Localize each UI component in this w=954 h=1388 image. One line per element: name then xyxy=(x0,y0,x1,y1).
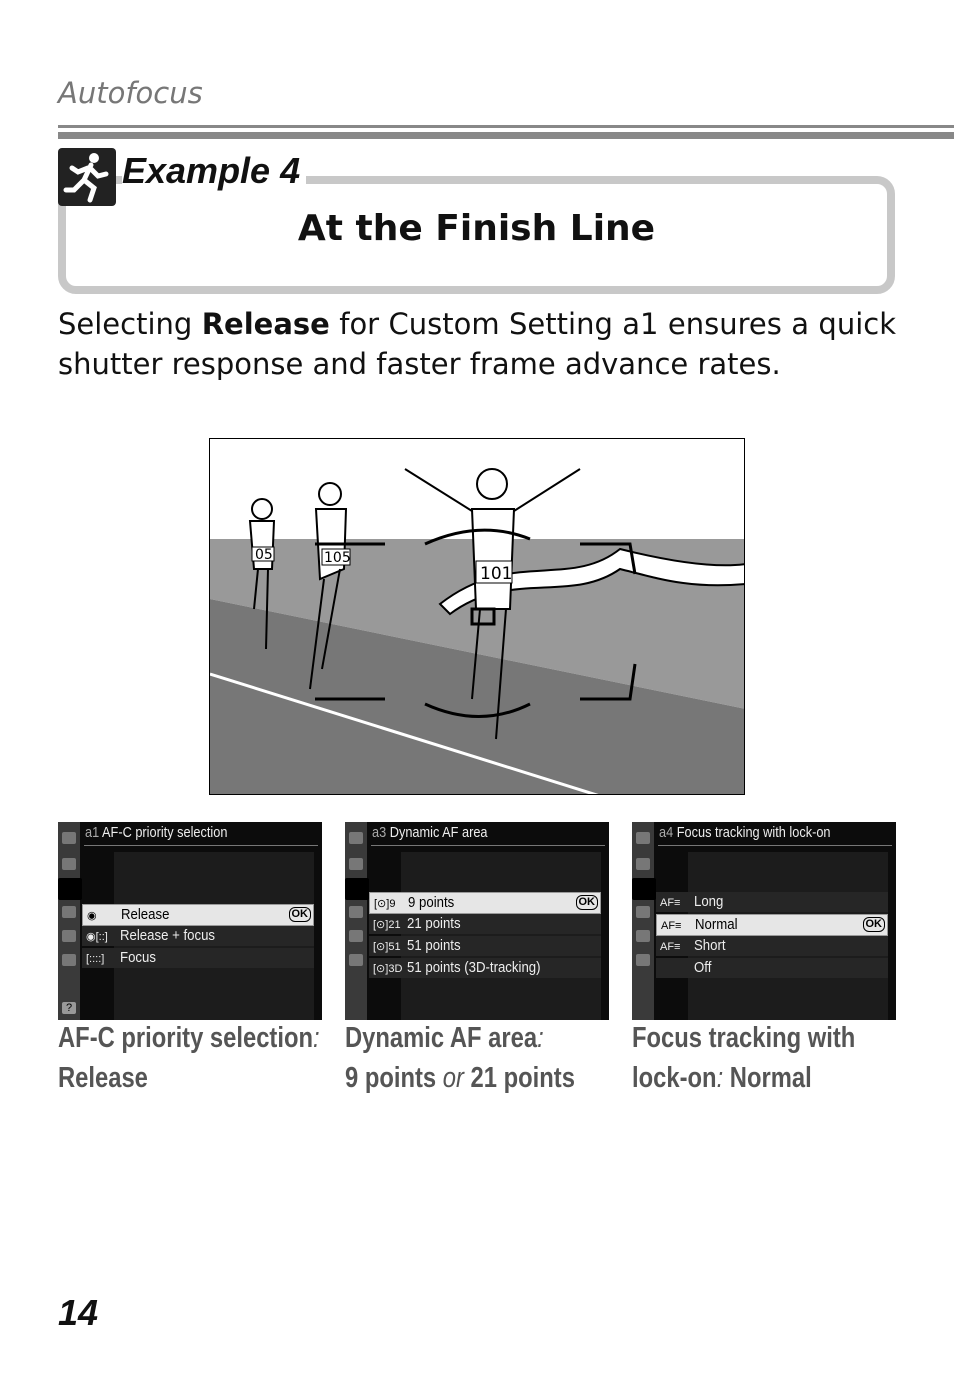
ok-icon: OK xyxy=(862,917,885,932)
caption-value: Normal xyxy=(729,1062,812,1094)
menu-code: a3 xyxy=(372,824,387,841)
option-label: Short xyxy=(694,937,726,954)
ok-icon: OK xyxy=(575,895,598,910)
af-area-icon: [⊙]3D xyxy=(373,963,403,975)
menu-option[interactable]: AF≡ Normal OK xyxy=(656,914,888,936)
caption-sep: : xyxy=(716,1062,724,1094)
running-person-icon xyxy=(58,148,116,206)
divider xyxy=(658,845,892,846)
caption-name: AF-C priority selection xyxy=(58,1022,314,1054)
option-label: Normal xyxy=(695,916,738,933)
menu-option[interactable]: [::::] Focus xyxy=(82,948,314,968)
menu-title-text: Focus tracking with lock-on xyxy=(676,824,831,841)
section-header: Autofocus xyxy=(58,76,203,110)
menu-option[interactable]: AF≡ Long xyxy=(656,892,888,912)
ok-icon: OK xyxy=(288,907,311,922)
menu-option[interactable]: [⊙]3D 51 points (3D-tracking) xyxy=(369,958,601,978)
option-label: Focus xyxy=(120,949,156,966)
caption-a4: Focus tracking with lock-on: Normal xyxy=(632,1018,855,1098)
caption-a1: AF-C priority selection: Release xyxy=(58,1018,320,1098)
camera-menu-a4: a4 Focus tracking with lock-on AF≡ Long A… xyxy=(632,822,896,1020)
caption-name: Dynamic AF area xyxy=(345,1022,538,1054)
af-area-icon: [⊙]51 xyxy=(373,941,401,953)
divider xyxy=(58,132,954,139)
text: Selecting xyxy=(58,307,202,341)
menu-title-text: AF-C priority selection xyxy=(102,824,228,841)
example-box xyxy=(58,176,895,294)
menu-option[interactable]: [⊙]9 9 points OK xyxy=(369,892,601,914)
caption-value: Release xyxy=(58,1062,148,1094)
page-number: 14 xyxy=(58,1292,99,1333)
divider xyxy=(84,845,318,846)
menu-sidebar xyxy=(632,822,656,1020)
menu-option[interactable]: AF≡ Short xyxy=(656,936,888,956)
menu-sidebar xyxy=(345,822,369,1020)
option-label: 51 points (3D-tracking) xyxy=(407,959,541,976)
caption-sep: : xyxy=(537,1022,544,1054)
caption-a3: Dynamic AF area: 9 points or 21 points xyxy=(345,1018,575,1098)
menu-title-text: Dynamic AF area xyxy=(389,824,488,841)
focus-icon: [::::] xyxy=(86,953,105,965)
divider xyxy=(371,845,605,846)
body-paragraph: Selecting Release for Custom Setting a1 … xyxy=(58,304,896,384)
bold-term: Release xyxy=(201,307,330,341)
menu-title: a3 Dynamic AF area xyxy=(372,824,488,841)
caption-name: lock-on xyxy=(632,1062,717,1094)
menu-option[interactable]: ◉[::] Release + focus xyxy=(82,926,314,946)
bib-number: 101 xyxy=(480,564,512,584)
option-label: 9 points xyxy=(408,894,455,911)
text: for Custom Setting a1 ensures a quick sh… xyxy=(58,307,896,381)
example-title: At the Finish Line xyxy=(297,208,656,249)
release-focus-icon: ◉[::] xyxy=(86,931,108,943)
caption-value: 9 points xyxy=(345,1062,437,1094)
af-tracking-icon: AF≡ xyxy=(660,897,681,909)
menu-title: a4 Focus tracking with lock-on xyxy=(659,824,831,841)
option-label: 51 points xyxy=(407,937,461,954)
finish-line-illustration: 05 105 101 xyxy=(209,438,745,795)
option-label: 21 points xyxy=(407,915,461,932)
menu-option[interactable]: [⊙]51 51 points xyxy=(369,936,601,956)
af-area-icon: [⊙]21 xyxy=(373,919,401,931)
af-tracking-icon: AF≡ xyxy=(660,941,681,953)
caption-or: or xyxy=(442,1062,464,1094)
help-icon: ? xyxy=(62,1002,76,1014)
menu-title: a1 AF-C priority selection xyxy=(85,824,227,841)
menu-code: a4 xyxy=(659,824,674,841)
caption-name: Focus tracking with xyxy=(632,1022,856,1054)
example-label: Example 4 xyxy=(122,150,307,192)
menu-sidebar: ? xyxy=(58,822,82,1020)
caption-sep: : xyxy=(313,1022,320,1054)
af-tracking-icon: AF≡ xyxy=(661,920,682,932)
af-area-icon: [⊙]9 xyxy=(374,898,396,910)
option-label: Release + focus xyxy=(120,927,216,944)
caption-value: 21 points xyxy=(470,1062,575,1094)
menu-option[interactable]: ◉ Release OK xyxy=(82,904,314,926)
option-label: Release xyxy=(121,906,170,923)
camera-menu-a3: a3 Dynamic AF area [⊙]9 9 points OK [⊙]21 2… xyxy=(345,822,609,1020)
menu-option[interactable]: Off xyxy=(656,958,888,978)
menu-option[interactable]: [⊙]21 21 points xyxy=(369,914,601,934)
bib-number: 105 xyxy=(324,550,351,566)
divider xyxy=(58,125,954,128)
option-label: Off xyxy=(694,959,712,976)
menu-code: a1 xyxy=(85,824,100,841)
release-icon: ◉ xyxy=(87,910,97,922)
option-label: Long xyxy=(694,893,724,910)
bib-number: 05 xyxy=(255,547,273,563)
